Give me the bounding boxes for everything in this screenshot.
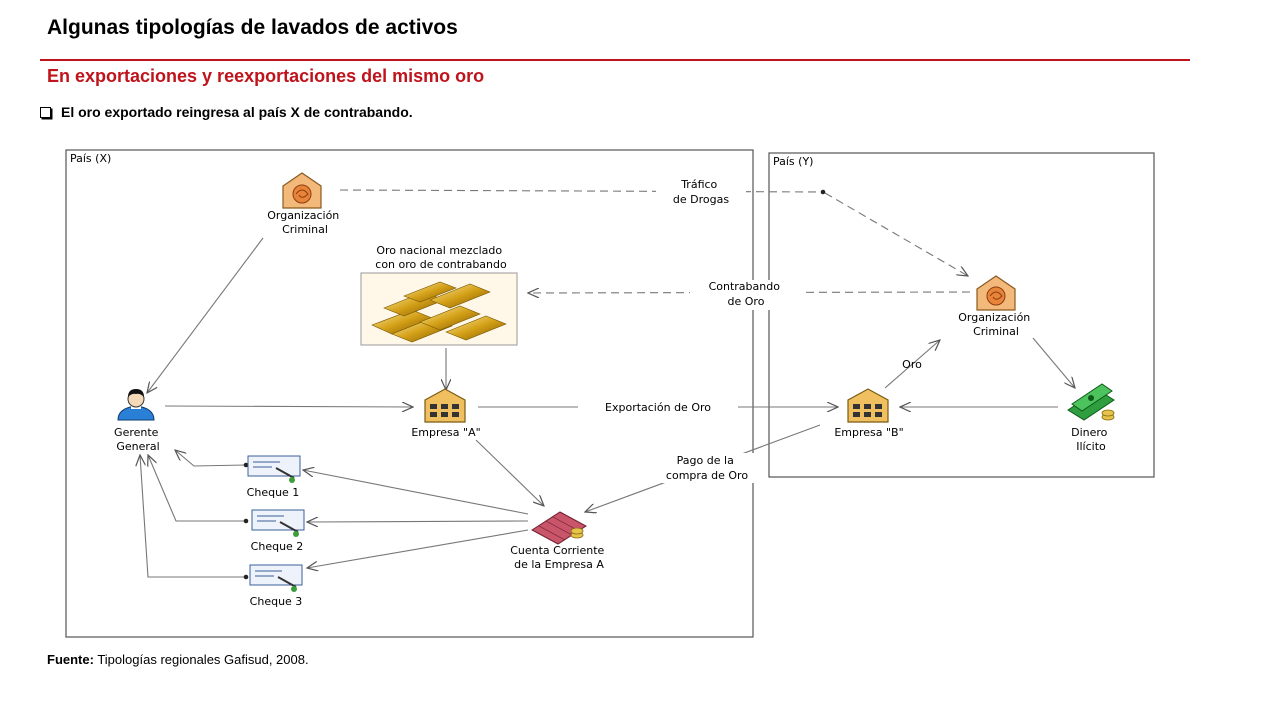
company-a-to-account-arrow — [475, 439, 544, 506]
cheque-icon — [251, 509, 305, 537]
cheque-icon — [249, 564, 303, 592]
drug-traffic-line — [339, 189, 826, 195]
manager-to-company-a-arrow — [164, 406, 413, 407]
cheque-icon — [247, 455, 301, 483]
slide-title: Algunas tipologías de lavados de activos — [47, 16, 458, 39]
svg-text:Gerente General: Gerente General — [114, 426, 162, 453]
cheque-2-node: Cheque 2 — [251, 509, 305, 553]
slide-subtitle: En exportaciones y reexportaciones del m… — [47, 66, 485, 86]
svg-text:Cheque 2: Cheque 2 — [251, 540, 304, 553]
svg-text:Oro nacional mezclado co: Oro nacional mezclado con oro de contrab… — [375, 244, 507, 271]
money-icon — [1067, 383, 1115, 421]
org-to-manager-arrow — [147, 237, 264, 393]
country-x-label: País (X) — [70, 152, 111, 165]
source-label: Fuente: — [47, 652, 94, 667]
cheque-3-to-manager-arrow — [140, 455, 246, 577]
source-note: Fuente: Tipologías regionales Gafisud, 2… — [47, 652, 309, 667]
company-a-node: Empresa "A" — [411, 388, 481, 439]
org-to-money-arrow — [1032, 337, 1075, 388]
payment-label: Pago de la compra de Oro — [666, 454, 748, 482]
svg-text:Organización Criminal: Organización Criminal — [958, 311, 1034, 338]
account-to-cheque-2-arrow — [307, 521, 529, 522]
svg-text:Cheque 3: Cheque 3 — [250, 595, 303, 608]
criminal-org-icon — [976, 275, 1016, 311]
criminal-org-y-node: Organización Criminal — [958, 275, 1034, 338]
svg-text:Organización Criminal: Organización Criminal — [267, 209, 343, 236]
company-b-node: Empresa "B" — [834, 388, 904, 439]
source-text: Tipologías regionales Gafisud, 2008. — [93, 652, 309, 667]
cheque-3-node: Cheque 3 — [249, 564, 303, 608]
country-y-box — [768, 152, 1155, 478]
cheque-1-to-manager-arrow — [175, 450, 246, 466]
account-to-cheque-3-arrow — [307, 529, 529, 568]
account-ledger-icon — [531, 511, 587, 545]
gold-export-label: Exportación de Oro — [605, 401, 711, 414]
current-account-node: Cuenta Corriente de la Empresa A — [510, 511, 608, 571]
drug-traffic-label: Tráfico de Drogas — [673, 178, 729, 206]
building-icon — [424, 388, 466, 423]
svg-text:Cuenta Corriente de la E: Cuenta Corriente de la Empresa A — [510, 544, 608, 571]
country-y-label: País (Y) — [773, 155, 813, 168]
gold-label: Oro — [902, 358, 922, 371]
title-divider — [40, 59, 1190, 61]
person-icon — [117, 389, 155, 421]
company-b-to-org-arrow — [884, 340, 940, 389]
svg-text:Empresa "A": Empresa "A" — [411, 426, 480, 439]
svg-text:Empresa "B": Empresa "B" — [834, 426, 903, 439]
criminal-org-icon — [282, 172, 322, 209]
general-manager-node: Gerente General — [114, 389, 162, 453]
country-x-box — [65, 149, 754, 638]
bullet-text: El oro exportado reingresa al país X de … — [61, 104, 413, 120]
account-to-cheque-1-arrow — [303, 470, 529, 515]
drug-traffic-arrow — [824, 192, 968, 276]
bullet-point: El oro exportado reingresa al país X de … — [40, 104, 413, 120]
cheque-1-node: Cheque 1 — [247, 455, 301, 499]
svg-text:Dinero Ilícito: Dinero Ilícito — [1071, 426, 1111, 453]
gold-mixture-node: Oro nacional mezclado con oro de contrab… — [360, 244, 518, 346]
gold-bars-image — [360, 272, 518, 346]
criminal-org-x-node: Organización Criminal — [267, 172, 343, 236]
gold-smuggling-label: Contrabando de Oro — [709, 280, 784, 308]
checkbox-bullet-icon — [40, 106, 51, 118]
building-icon — [847, 388, 889, 423]
svg-text:Cheque 1: Cheque 1 — [247, 486, 300, 499]
illicit-money-node: Dinero Ilícito — [1067, 383, 1115, 453]
